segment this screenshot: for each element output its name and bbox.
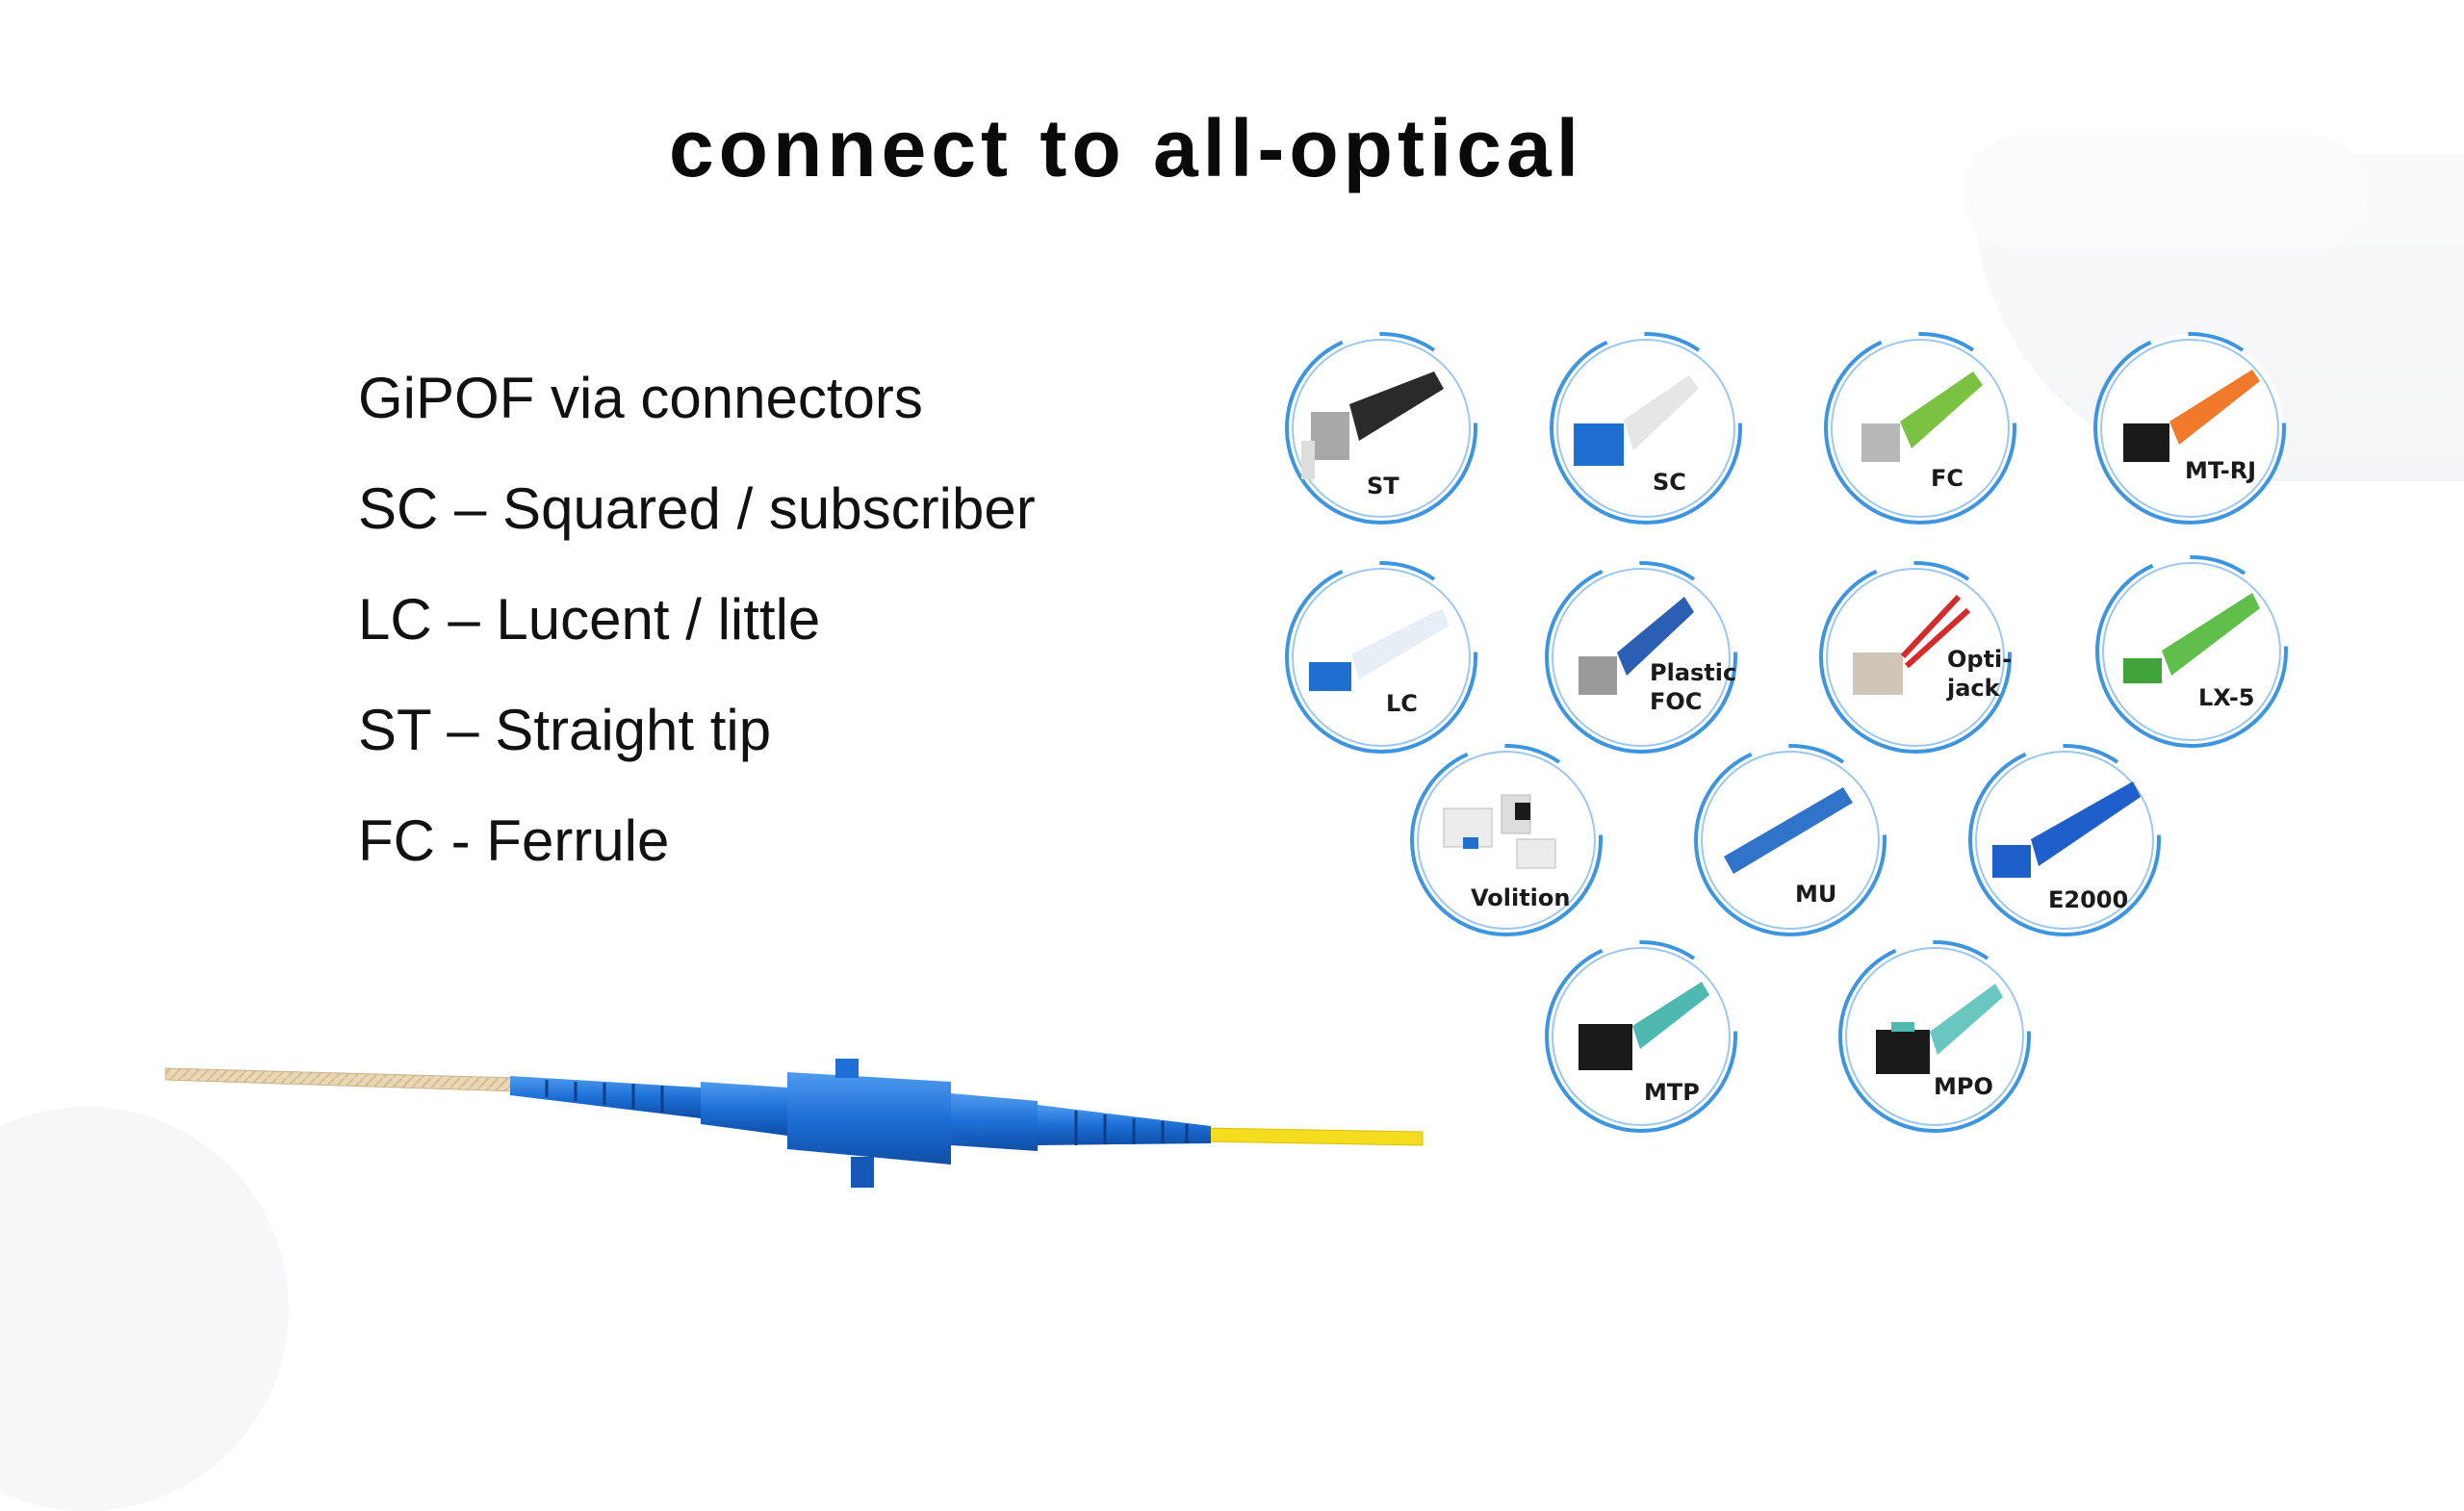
lx-5-connector-icon <box>2123 593 2260 683</box>
fc-connector-icon <box>1861 371 1983 462</box>
connector-label: FC <box>1931 465 1964 492</box>
plastic-foc-connector-icon <box>1578 597 1694 695</box>
connector-badge-mt-rj: MT-RJ <box>2089 327 2291 529</box>
bullet-item: FC - Ferrule <box>358 808 670 873</box>
volition-connector-icon <box>1443 794 1556 869</box>
opti-jack-connector-icon <box>1853 594 1971 695</box>
mpo-connector-icon <box>1876 984 2003 1074</box>
connector-badge-mpo: MPO <box>1834 935 2036 1138</box>
connector-badge-plastic-foc: Plastic FOC <box>1540 556 1742 758</box>
connector-label: Plastic FOC <box>1650 659 1737 715</box>
boot-right <box>1038 1105 1211 1145</box>
mtp-connector-icon <box>1578 982 1709 1070</box>
boot-ribs <box>545 1080 1189 1145</box>
connector-badge-volition: Volition <box>1405 739 1607 941</box>
connector-label: MTP <box>1644 1079 1700 1106</box>
connector-badge-e2000: E2000 <box>1964 739 2166 941</box>
lc-connector-icon <box>1309 608 1450 691</box>
connector-badge-lx-5: LX-5 <box>2091 551 2293 753</box>
connector-badge-opti-jack: Opti- jack <box>1814 556 2016 758</box>
bullet-item: ST – Straight tip <box>358 698 772 762</box>
connector-badge-lc: LC <box>1280 556 1482 758</box>
plug-left <box>701 1082 787 1136</box>
connector-label: ST <box>1367 473 1399 499</box>
sc-connector-icon <box>1574 375 1699 466</box>
bullet-item: SC – Squared / subscriber <box>358 476 1036 541</box>
sc-coupler-cable-image <box>165 1059 1424 1188</box>
ring-icon <box>1410 744 1603 936</box>
connector-label: LC <box>1386 690 1418 717</box>
slide-title: connect to all-optical <box>668 103 1584 193</box>
connector-label: MT-RJ <box>2185 457 2257 484</box>
bullet-item: GiPOF via connectors <box>358 366 923 430</box>
connector-label: LX-5 <box>2198 684 2255 711</box>
connector-types-grid: ST SC FC MT-RJ LC Plastic FOC Opti- jack… <box>1280 327 2293 1138</box>
background-shape-right-top <box>1964 135 2368 250</box>
connector-label: SC <box>1653 469 1686 496</box>
connector-badge-mu: MU <box>1689 739 1891 941</box>
connector-label: Volition <box>1471 884 1571 911</box>
connector-badge-sc: SC <box>1545 327 1747 529</box>
connector-label: E2000 <box>2048 886 2129 913</box>
connector-badge-mtp: MTP <box>1540 935 1742 1138</box>
mu-connector-icon <box>1724 787 1853 874</box>
connector-label: Opti- jack <box>1947 646 2013 702</box>
connector-badge-fc: FC <box>1819 327 2021 529</box>
connector-label: MU <box>1795 881 1837 908</box>
e2000-connector-icon <box>1992 781 2141 878</box>
adapter-flange-top <box>835 1059 859 1078</box>
bullet-list: GiPOF via connectors SC – Squared / subs… <box>358 343 1036 896</box>
sc-adapter <box>787 1072 951 1165</box>
st-connector-icon <box>1301 371 1444 479</box>
connector-badge-st: ST <box>1280 327 1482 529</box>
bullet-item: LC – Lucent / little <box>358 587 821 652</box>
mt-rj-connector-icon <box>2123 370 2260 462</box>
plug-right <box>951 1093 1038 1151</box>
connector-label: MPO <box>1934 1073 1993 1100</box>
adapter-flange-bottom <box>851 1157 874 1188</box>
